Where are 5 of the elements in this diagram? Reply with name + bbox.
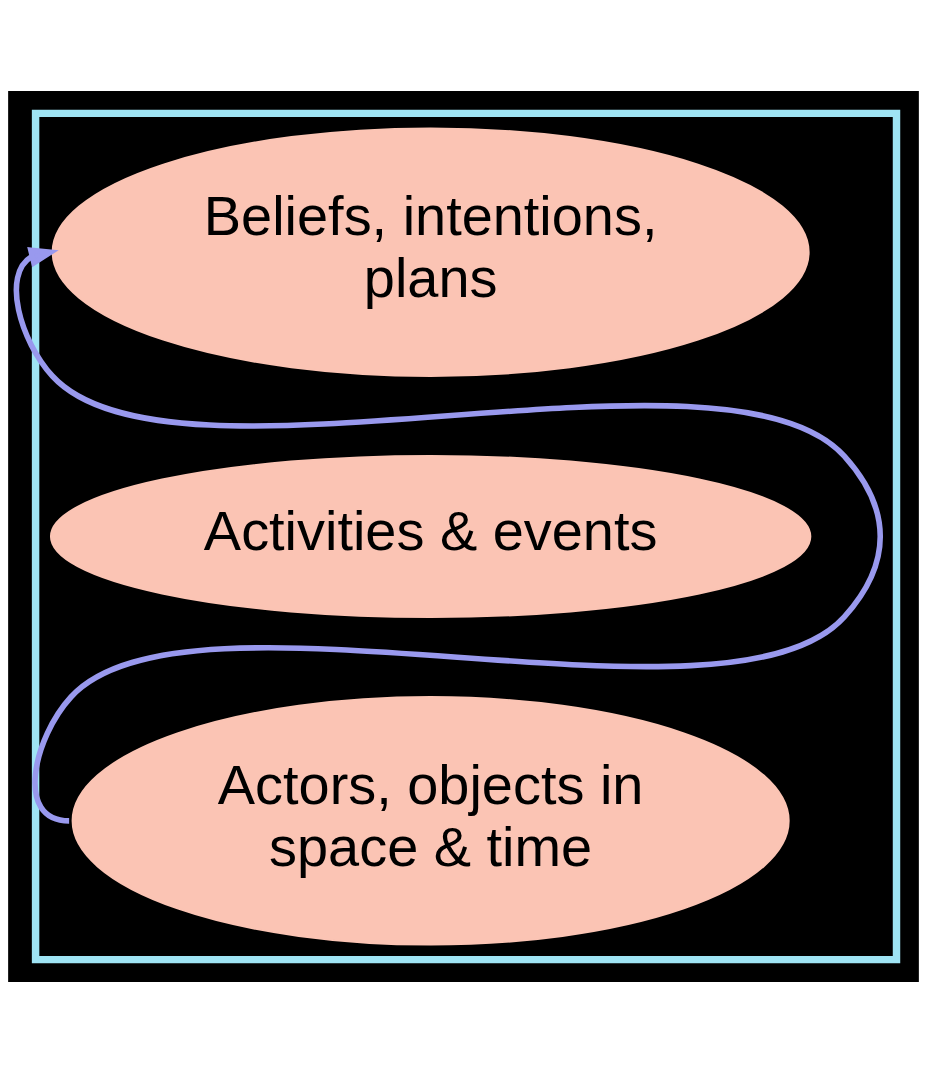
node-ellipse: Beliefs, intentions, plans: [51, 126, 810, 377]
arrow: [13, 246, 883, 824]
node-ellipse: Actors, objects in space & time: [71, 695, 790, 946]
node-ellipse: Activities & events: [49, 454, 812, 618]
cluster: [31, 109, 901, 963]
